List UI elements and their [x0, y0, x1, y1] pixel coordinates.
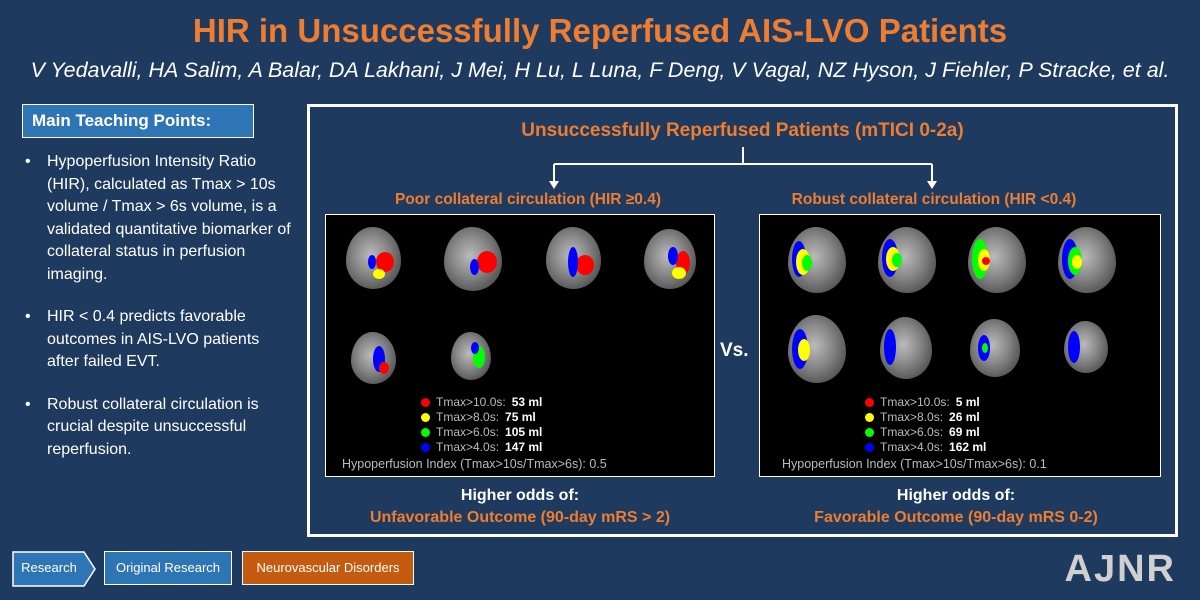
legend-value: 162 ml	[949, 440, 987, 454]
legend-value: 5 ml	[955, 395, 980, 409]
poor-outcome-block: Higher odds of: Unfavorable Outcome (90-…	[310, 485, 730, 529]
robust-odds-heading: Higher odds of:	[896, 487, 1016, 504]
legend-swatch	[421, 413, 430, 422]
legend-value: 53 ml	[511, 395, 543, 409]
brain-slice-image	[644, 229, 696, 289]
poor-collateral-perfusion-maps: Tmax>10.0s: 53 ml Tmax>8.0s: 75 ml Tmax>6.…	[325, 214, 715, 477]
bullet-icon: •	[25, 308, 31, 325]
legend-swatch	[421, 398, 430, 407]
figure-top-label: Unsuccessfully Reperfused Patients (mTIC…	[521, 120, 964, 141]
brain-slice-image	[1058, 227, 1116, 293]
legend-label: Tmax>4.0s:	[880, 440, 944, 454]
page-title: HIR in Unsuccessfully Reperfused AIS-LVO…	[192, 12, 1008, 49]
teaching-point: • HIR < 0.4 predicts favorable outcomes i…	[22, 306, 294, 374]
legend-value: 26 ml	[949, 410, 980, 424]
legend-value: 105 ml	[505, 425, 543, 439]
versus-label: Vs.	[720, 340, 749, 361]
teaching-point: • Hypoperfusion Intensity Ratio (HIR), ca…	[22, 151, 294, 286]
figure-panel: Unsuccessfully Reperfused Patients (mTIC…	[307, 104, 1178, 537]
legend-label: Tmax>6.0s:	[436, 425, 500, 439]
teaching-point-text: Robust collateral circulation is crucial…	[47, 395, 259, 458]
ajnr-logo: AJNR	[1064, 548, 1176, 590]
brain-slice-image	[788, 315, 846, 383]
legend-swatch	[865, 413, 874, 422]
brain-slice-image	[351, 332, 396, 384]
teaching-point-text: Hypoperfusion Intensity Ratio (HIR), cal…	[47, 153, 291, 283]
robust-collateral-label: Robust collateral circulation (HIR <0.4)	[791, 191, 1077, 208]
teaching-points-heading: Main Teaching Points:	[22, 104, 254, 138]
legend-swatch	[421, 428, 430, 437]
legend-label: Tmax>6.0s:	[880, 425, 944, 439]
research-tag-outline	[12, 551, 96, 587]
legend-swatch	[865, 443, 874, 452]
poor-volume-legend: Tmax>10.0s: 53 ml Tmax>8.0s: 75 ml Tmax>6.…	[421, 395, 542, 455]
teaching-point-text: HIR < 0.4 predicts favorable outcomes in…	[47, 308, 260, 370]
legend-label: Tmax>8.0s:	[436, 410, 500, 424]
robust-outcome-block: Higher odds of: Favorable Outcome (90-da…	[746, 485, 1166, 529]
poor-hir-value: Hypoperfusion Index (Tmax>10s/Tmax>6s): …	[342, 457, 607, 471]
poor-collateral-label: Poor collateral circulation (HIR ≥0.4)	[394, 191, 662, 208]
brain-slice-image	[546, 227, 601, 289]
original-research-tag[interactable]: Original Research	[104, 551, 232, 585]
legend-label: Tmax>10.0s:	[880, 395, 950, 409]
legend-swatch	[865, 428, 874, 437]
brain-slice-image	[444, 227, 502, 291]
neurovascular-disorders-tag[interactable]: Neurovascular Disorders	[242, 551, 414, 585]
brain-slice-image	[788, 227, 846, 293]
brain-slice-image	[968, 227, 1026, 293]
legend-label: Tmax>4.0s:	[436, 440, 500, 454]
bullet-icon: •	[25, 395, 31, 413]
brain-slice-image	[970, 319, 1020, 377]
brain-slice-image	[878, 227, 936, 293]
brain-slice-image	[346, 227, 401, 289]
brain-slice-image	[880, 317, 932, 379]
branch-connector	[549, 147, 937, 189]
robust-hir-value: Hypoperfusion Index (Tmax>10s/Tmax>6s): …	[782, 457, 1047, 471]
brain-slice-image	[1064, 321, 1108, 373]
robust-collateral-perfusion-maps: Tmax>10.0s: 5 ml Tmax>8.0s: 26 ml Tmax>6.0…	[759, 214, 1161, 477]
poor-outcome-text: Unfavorable Outcome (90-day mRS > 2)	[369, 509, 671, 526]
legend-label: Tmax>10.0s:	[436, 395, 506, 409]
legend-swatch	[865, 398, 874, 407]
robust-outcome-text: Favorable Outcome (90-day mRS 0-2)	[814, 509, 1098, 526]
author-list: V Yedavalli, HA Salim, A Balar, DA Lakha…	[30, 58, 1170, 82]
legend-value: 69 ml	[949, 425, 980, 439]
legend-swatch	[421, 443, 430, 452]
legend-label: Tmax>8.0s:	[880, 410, 944, 424]
legend-value: 147 ml	[505, 440, 543, 454]
teaching-points-list: • Hypoperfusion Intensity Ratio (HIR), ca…	[22, 151, 294, 481]
legend-value: 75 ml	[505, 410, 536, 424]
teaching-point: • Robust collateral circulation is crucia…	[22, 394, 294, 462]
poor-odds-heading: Higher odds of:	[460, 487, 580, 504]
brain-slice-image	[451, 332, 491, 380]
robust-volume-legend: Tmax>10.0s: 5 ml Tmax>8.0s: 26 ml Tmax>6.0…	[865, 395, 986, 455]
research-tag[interactable]: Research	[21, 560, 77, 575]
bullet-icon: •	[25, 153, 31, 170]
